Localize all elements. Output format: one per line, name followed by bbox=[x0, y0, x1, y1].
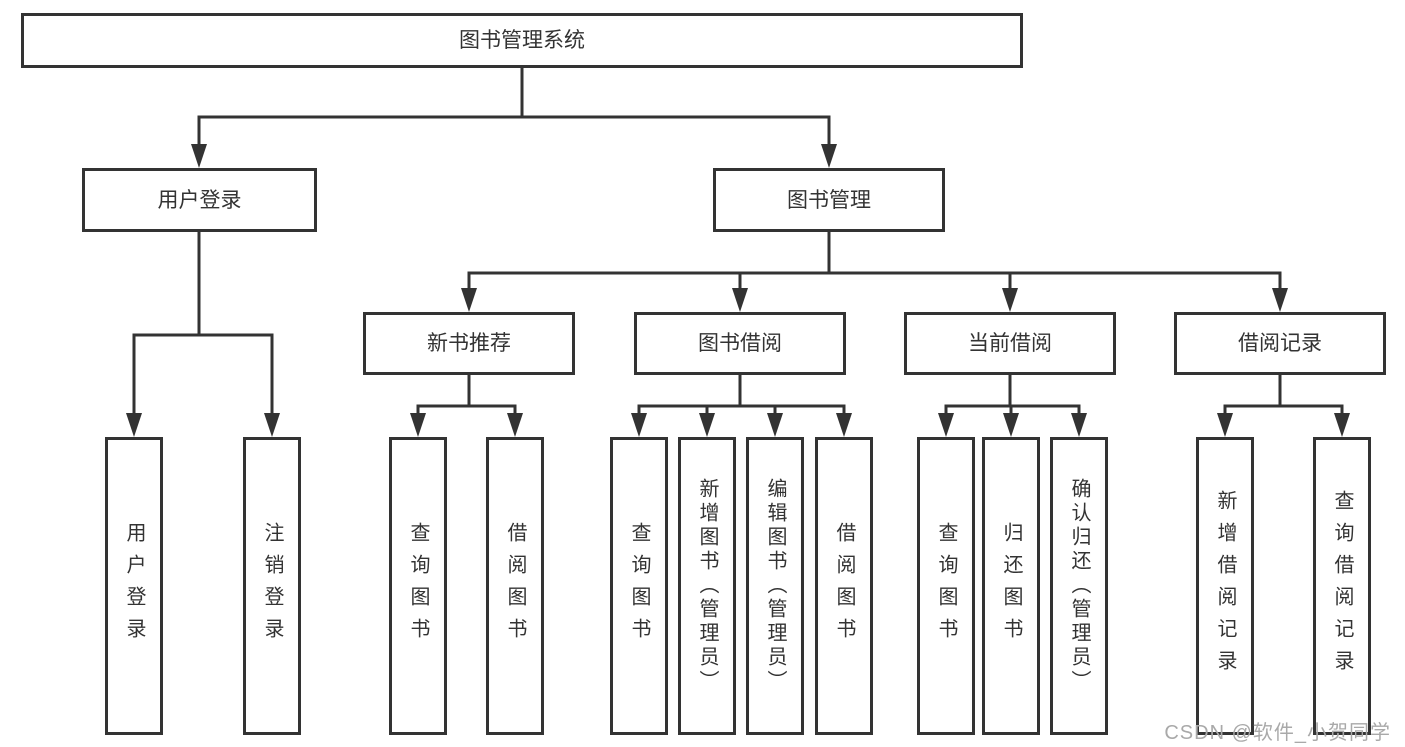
node-new-book-recommend: 新书推荐 bbox=[363, 312, 575, 375]
node-current-borrow: 当前借阅 bbox=[904, 312, 1116, 375]
leaf-user-login: 用户登录 bbox=[105, 437, 163, 735]
leaf-borrow-books: 借阅图书 bbox=[815, 437, 873, 735]
watermark: CSDN @软件_小贺同学 bbox=[1164, 722, 1391, 744]
leaf-confirm-return-admin: 确认归还（管理员） bbox=[1050, 437, 1108, 735]
leaf-edit-book-admin: 编辑图书（管理员） bbox=[746, 437, 804, 735]
arrowheads bbox=[126, 144, 1350, 437]
node-book-borrow: 图书借阅 bbox=[634, 312, 846, 375]
node-library-management-system: 图书管理系统 bbox=[21, 13, 1023, 68]
leaf-return-book: 归还图书 bbox=[982, 437, 1040, 735]
leaf-add-borrow-record: 新增借阅记录 bbox=[1196, 437, 1254, 735]
leaf-query-borrow-record: 查询借阅记录 bbox=[1313, 437, 1371, 735]
leaf-query-books-current: 查询图书 bbox=[917, 437, 975, 735]
leaf-query-books-borrow: 查询图书 bbox=[610, 437, 668, 735]
node-book-management: 图书管理 bbox=[713, 168, 945, 232]
node-borrow-records: 借阅记录 bbox=[1174, 312, 1386, 375]
leaf-query-books-recommend: 查询图书 bbox=[389, 437, 447, 735]
leaf-borrow-books-recommend: 借阅图书 bbox=[486, 437, 544, 735]
node-user-login: 用户登录 bbox=[82, 168, 317, 232]
leaf-logout: 注销登录 bbox=[243, 437, 301, 735]
leaf-add-book-admin: 新增图书（管理员） bbox=[678, 437, 736, 735]
